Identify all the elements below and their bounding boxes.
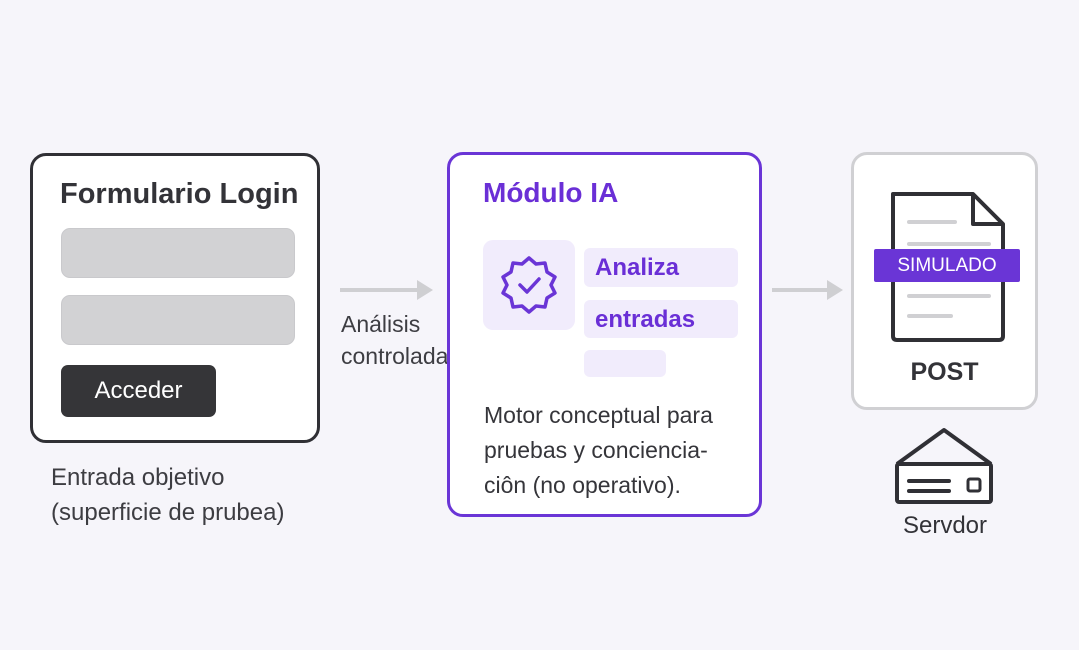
post-label: POST [910, 358, 979, 386]
flow-arrow-label: Análisis controlada [341, 308, 448, 372]
post-card: SIMULADO POST [851, 152, 1038, 410]
description-line-1: Motor conceptual para [484, 402, 713, 428]
flow-arrow-2 [772, 280, 843, 300]
chip-analiza: Analiza [584, 248, 738, 287]
simulated-badge: SIMULADO [874, 249, 1020, 282]
verified-badge-icon [501, 256, 557, 314]
chip-entradas: entradas [584, 300, 738, 338]
ai-module-description: Motor conceptual para pruebas y concienc… [484, 398, 713, 503]
flow-arrow-1 [340, 280, 433, 300]
arrow-label-line-2: controlada [341, 343, 449, 369]
ai-module-title: Módulo IA [483, 177, 619, 208]
description-line-3: ciôn (no operativo). [484, 472, 681, 498]
login-form-title: Formulario Login [60, 178, 299, 210]
login-form-caption: Entrada objetivo (superficie de prubea) [51, 460, 284, 530]
server-label: Servdor [902, 512, 988, 539]
password-field[interactable] [61, 295, 295, 345]
ai-icon-container [483, 240, 575, 330]
chip-empty [584, 350, 666, 377]
description-line-2: pruebas y conciencia- [484, 437, 708, 463]
login-button[interactable]: Acceder [61, 365, 216, 417]
login-form-card: Formulario Login Acceder [30, 153, 320, 443]
server-icon [895, 428, 993, 504]
arrow-label-line-1: Análisis [341, 311, 421, 337]
username-field[interactable] [61, 228, 295, 278]
caption-line-2: (superficie de prubea) [51, 499, 285, 526]
caption-line-1: Entrada objetivo [51, 464, 225, 491]
ai-module-card: Módulo IA Analiza entradas Motor concept… [447, 152, 762, 517]
